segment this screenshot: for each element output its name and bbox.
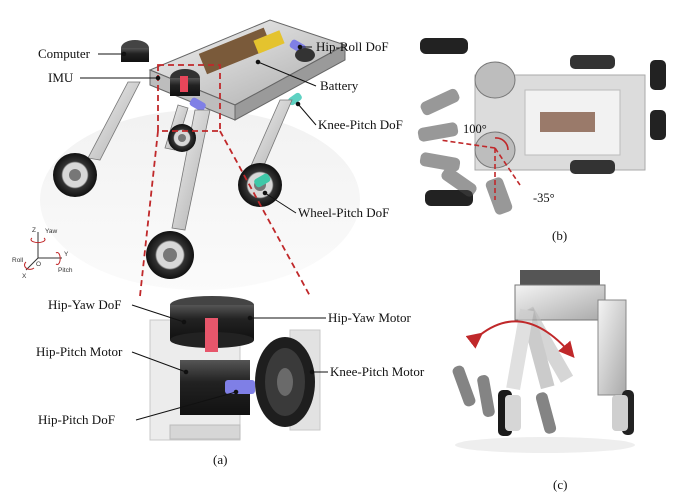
axis-yaw: Yaw [45,228,57,235]
zoom-indicator [139,64,311,297]
caption-a: (a) [213,452,227,467]
coordinate-frame: Z Yaw Y Roll O X Pitch [12,227,73,280]
axis-roll: Roll [12,257,24,264]
label-knee-pitch-dof: Knee-Pitch DoF [318,117,403,132]
wheel-front-right [146,231,194,279]
hip-module-zoom [149,296,321,441]
label-hip-yaw-dof: Hip-Yaw DoF [48,297,121,312]
robot-render [40,19,360,290]
label-hip-roll-dof: Hip-Roll DoF [316,39,389,54]
label-battery: Battery [320,78,359,93]
axis-x: X [22,273,27,280]
imu-marker [180,76,188,92]
label-hip-yaw-motor: Hip-Yaw Motor [328,310,411,325]
axis-o: O [36,261,41,268]
label-knee-pitch-motor: Knee-Pitch Motor [330,364,425,379]
wheel-rear-left [168,124,196,152]
angle-upper: 100° [463,122,487,136]
label-hip-pitch-motor: Hip-Pitch Motor [36,344,123,359]
hip-yaw-dof-marker [205,318,218,352]
hip-pitch-dof-marker [225,380,255,394]
caption-c: (c) [553,477,567,492]
axis-y: Y [64,251,69,258]
angle-lower: -35° [533,191,555,205]
front-view-render [452,270,635,453]
top-view-render [417,38,666,215]
label-imu: IMU [48,70,74,85]
axis-pitch: Pitch [58,267,73,274]
angle-indicator [439,137,521,200]
caption-b: (b) [552,228,567,243]
wheel-front-left [53,153,97,197]
wheel-rear-right [238,163,282,207]
label-computer: Computer [38,46,91,61]
label-wheel-pitch-dof: Wheel-Pitch DoF [298,205,389,220]
axis-z: Z [32,227,36,234]
label-hip-pitch-dof: Hip-Pitch DoF [38,412,115,427]
